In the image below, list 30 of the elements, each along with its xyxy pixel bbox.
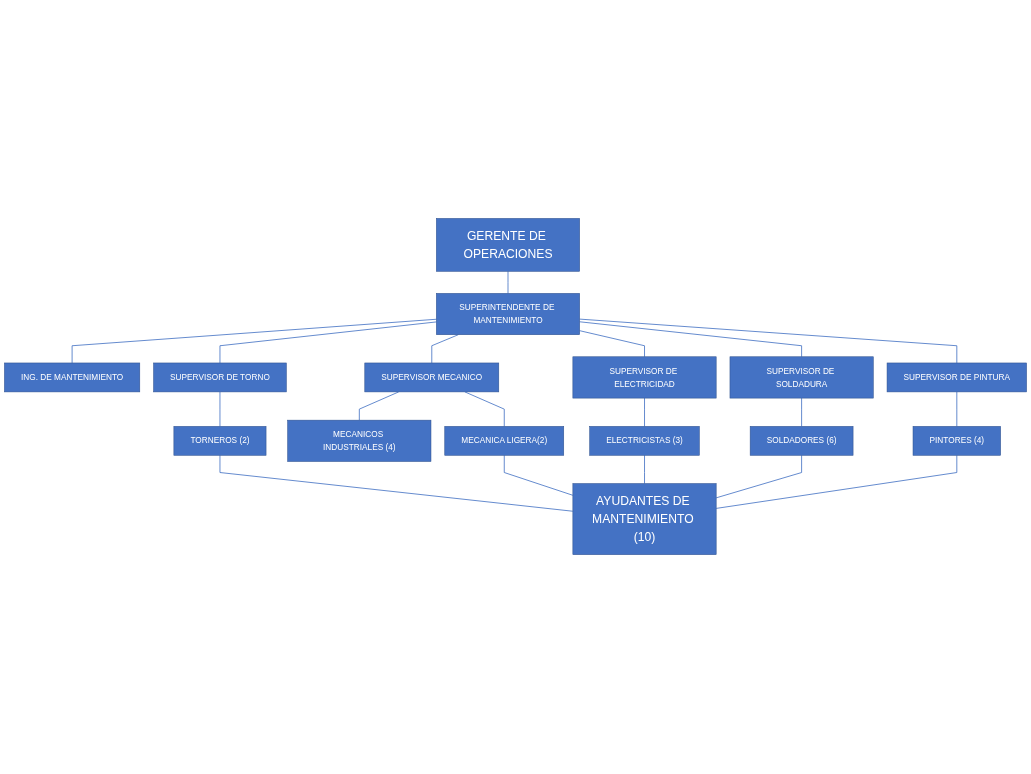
connector	[579, 330, 645, 358]
connector	[801, 398, 803, 428]
node-box: ING. DE MANTENIMIENTO	[4, 363, 141, 393]
connector	[503, 455, 574, 497]
node-box: GERENTE DE OPERACIONES	[436, 218, 580, 273]
node-box: SUPERVISOR DE TORNO	[153, 363, 287, 393]
connector	[507, 271, 509, 295]
node-box: TORNEROS (2)	[173, 426, 267, 457]
connector	[579, 321, 803, 358]
node-box: SUPERVISOR MECANICO	[364, 363, 500, 393]
node-box: SUPERVISOR DE PINTURA	[886, 363, 1027, 393]
connector	[644, 398, 645, 428]
node-box: MECANICA LIGERA(2)	[444, 426, 565, 457]
node-box: MECANICOS INDUSTRIALES (4)	[287, 420, 432, 463]
node-box: AYUDANTES DE MANTENIMIENTO (10)	[572, 483, 717, 556]
connector	[71, 319, 437, 364]
node-box: SUPERINTENDENTE DE MANTENIMIENTO	[436, 293, 580, 336]
node-box: SUPERVISOR DE SOLDADURA	[729, 356, 874, 399]
connector	[956, 391, 958, 428]
connector	[219, 391, 221, 428]
connector	[644, 455, 645, 485]
connector	[579, 319, 958, 364]
node-box: PINTORES (4)	[912, 426, 1001, 457]
connector	[715, 455, 803, 499]
connector	[219, 322, 437, 364]
connector	[219, 455, 574, 513]
node-box: ELECTRICISTAS (3)	[589, 426, 700, 457]
node-box: SOLDADORES (6)	[749, 426, 854, 457]
connector	[715, 455, 958, 510]
node-box: SUPERVISOR DE ELECTRICIDAD	[572, 356, 717, 399]
